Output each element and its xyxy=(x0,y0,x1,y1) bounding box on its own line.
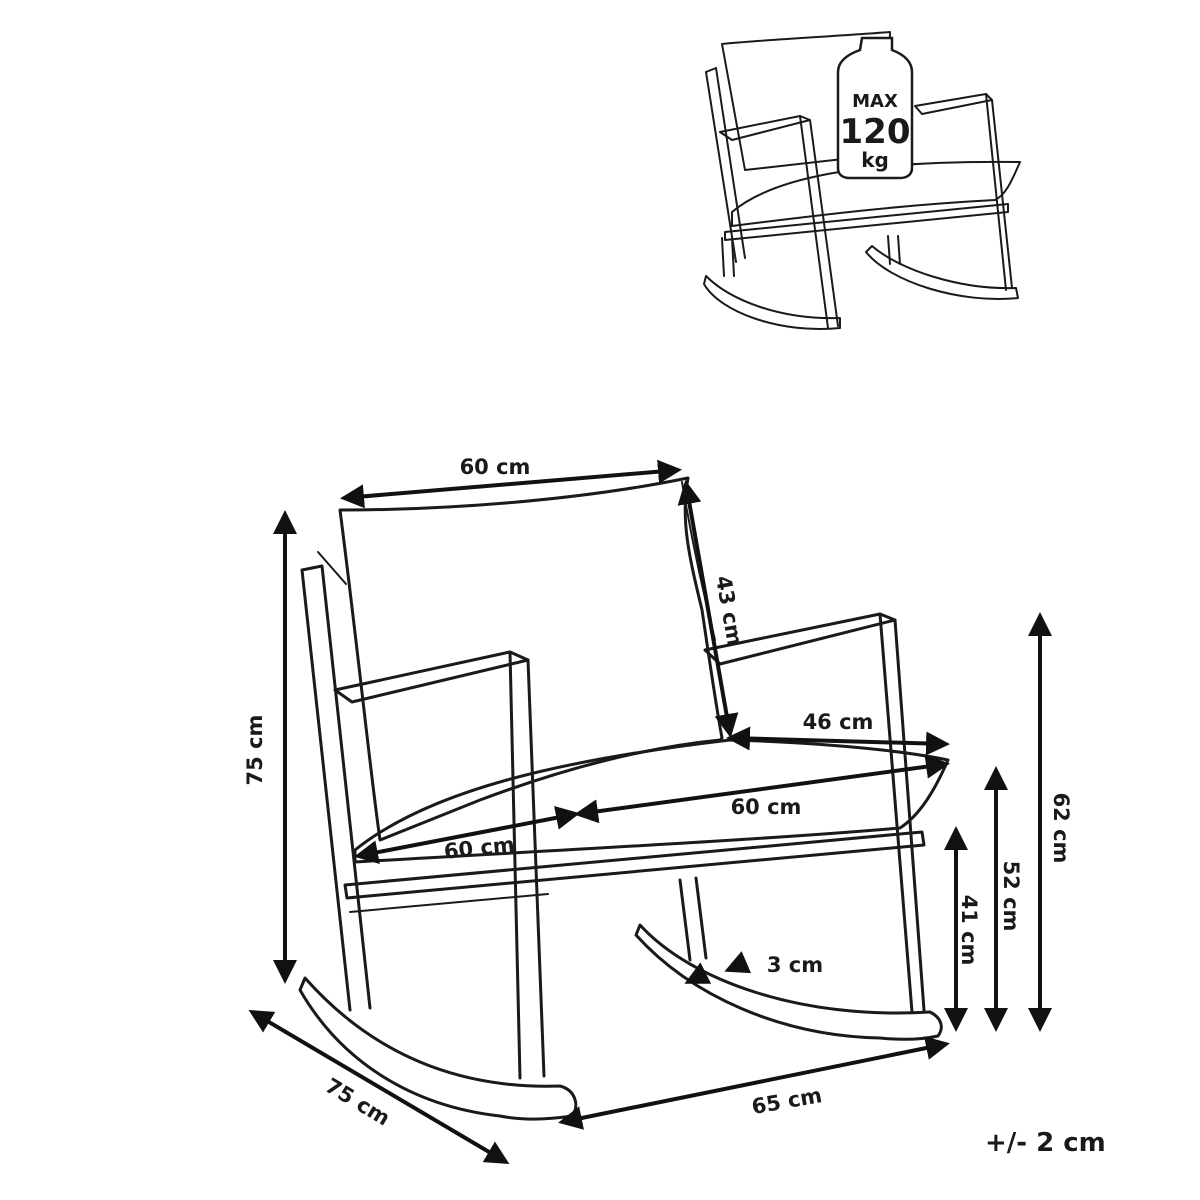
seat-depth-arrow xyxy=(726,726,950,756)
seat-width-arrow xyxy=(574,754,950,824)
dimension-arrows xyxy=(248,459,1052,1165)
seat-width-label: 60 cm xyxy=(731,795,802,819)
back-height-label: 43 cm xyxy=(711,574,747,648)
back-width-label: 60 cm xyxy=(460,455,531,479)
width-arrow xyxy=(558,1036,950,1130)
depth-label: 75 cm xyxy=(321,1073,394,1130)
large-chair-drawing xyxy=(298,476,950,1121)
tolerance-note: +/- 2 cm xyxy=(985,1128,1106,1158)
small-chair-drawing xyxy=(703,31,1021,330)
width-label: 65 cm xyxy=(750,1083,824,1119)
seat-back-height-label: 52 cm xyxy=(999,861,1023,932)
back-width-arrow xyxy=(340,459,682,509)
total-height-label: 75 cm xyxy=(243,715,267,786)
rocker-thickness-arrow xyxy=(724,951,752,974)
seat-depth-label: 46 cm xyxy=(803,710,874,734)
badge-max-label: MAX xyxy=(852,91,898,112)
depth-arrow xyxy=(248,1009,510,1165)
rocker-thickness-label: 3 cm xyxy=(767,953,823,977)
seat-height-label: 41 cm xyxy=(957,895,981,966)
dimension-labels: 60 cm 43 cm 75 cm 46 cm 60 cm 60 cm 62 c… xyxy=(243,455,1073,1131)
badge-weight-value: 120 xyxy=(840,112,911,152)
seat-width-front-arrow xyxy=(354,806,580,864)
badge-unit-label: kg xyxy=(861,148,889,172)
armrest-height-label: 62 cm xyxy=(1049,793,1073,864)
back-height-arrow xyxy=(677,480,739,738)
max-weight-badge: MAX 120 kg xyxy=(836,36,914,180)
